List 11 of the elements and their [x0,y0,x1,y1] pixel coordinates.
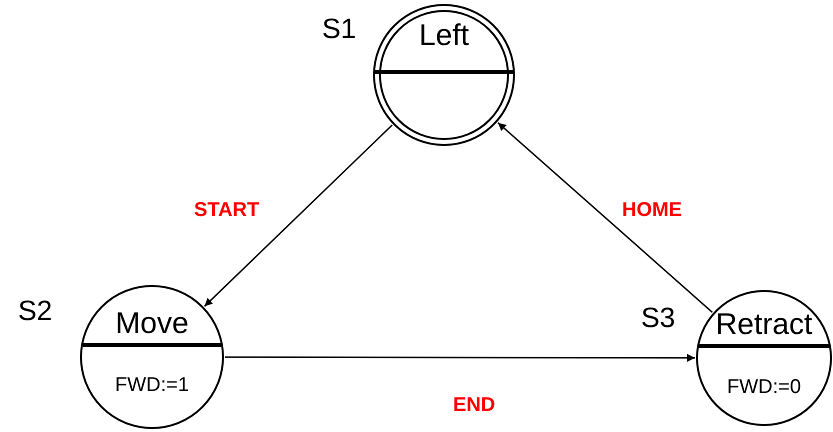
transition-arrow [225,354,695,362]
state-label: S1 [322,14,356,44]
state-name: Move [115,308,189,340]
state-label: S3 [641,303,676,333]
state-label: S2 [18,296,52,326]
state-action: FWD:=1 [115,374,189,396]
transition-arrow [204,124,393,307]
transition-arrow [497,122,713,313]
state-action: FWD:=0 [727,376,801,398]
state-name: Retract [716,309,812,341]
state-name: Left [418,20,470,52]
